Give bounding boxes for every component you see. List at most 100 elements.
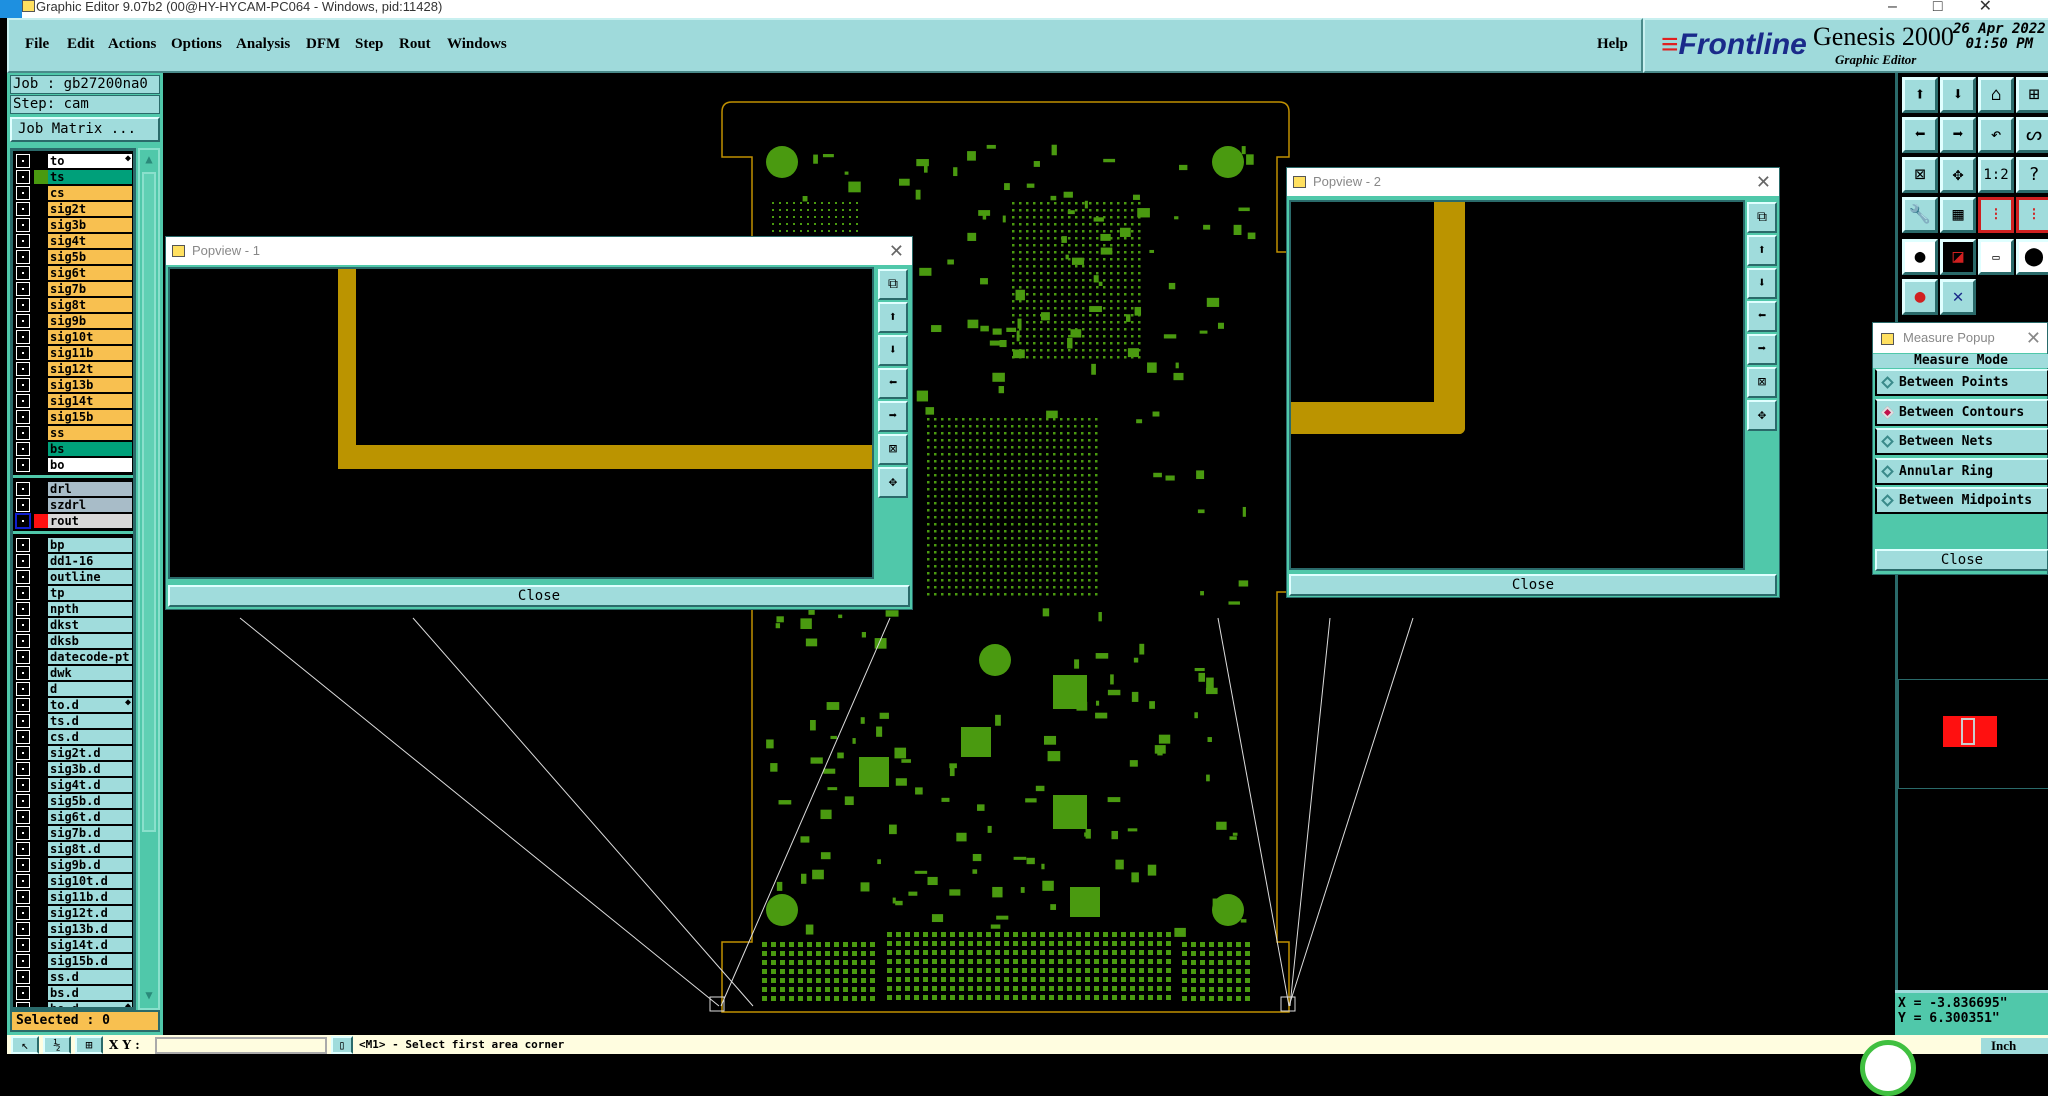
layer-row-dksb[interactable]: dksb	[13, 633, 133, 649]
layer-name[interactable]: ss.d	[48, 970, 132, 984]
layer-row-sig8t[interactable]: sig8t	[13, 297, 133, 313]
layer-checkbox[interactable]	[16, 202, 30, 216]
net-select-icon[interactable]: ⁝	[2016, 197, 2048, 233]
layer-color-swatch[interactable]	[34, 778, 48, 792]
layer-color-swatch[interactable]	[34, 218, 48, 232]
layer-color-swatch[interactable]	[34, 938, 48, 952]
layer-color-swatch[interactable]	[34, 314, 48, 328]
layer-name[interactable]: sig9b.d	[48, 858, 132, 872]
menu-edit[interactable]: Edit	[67, 36, 95, 52]
layer-checkbox[interactable]	[16, 618, 30, 632]
layer-name[interactable]: dwk	[48, 666, 132, 680]
layer-row-sig9b[interactable]: sig9b	[13, 313, 133, 329]
layer-checkbox[interactable]	[16, 810, 30, 824]
layer-row-ss[interactable]: ss	[13, 425, 133, 441]
layer-color-swatch[interactable]	[34, 714, 48, 728]
pan-up-icon[interactable]: ⬆	[878, 302, 908, 333]
xy-input[interactable]	[155, 1037, 327, 1054]
layer-row-sig7b.d[interactable]: sig7b.d	[13, 825, 133, 841]
menu-rout[interactable]: Rout	[399, 36, 431, 52]
net-highlight-icon[interactable]: ⁝	[1978, 197, 2014, 233]
layer-row-d[interactable]: d	[13, 681, 133, 697]
layer-checkbox[interactable]	[16, 458, 30, 472]
close-icon[interactable]: ✕	[1755, 172, 1771, 192]
layer-color-swatch[interactable]	[34, 874, 48, 888]
layer-color-swatch[interactable]	[34, 346, 48, 360]
points-icon[interactable]: ●	[1902, 279, 1938, 315]
layer-checkbox[interactable]	[16, 778, 30, 792]
popview-sync-icon[interactable]: ⧉	[878, 269, 908, 300]
layer-name[interactable]: sig5b	[48, 250, 132, 264]
layer-row-sig2t.d[interactable]: sig2t.d	[13, 745, 133, 761]
layer-color-swatch[interactable]	[34, 282, 48, 296]
layer-color-swatch[interactable]	[34, 498, 48, 512]
pan-down-icon[interactable]: ⬇	[1747, 268, 1777, 299]
layer-row-sig3b[interactable]: sig3b	[13, 217, 133, 233]
layer-name[interactable]: sig12t	[48, 362, 132, 376]
layer-row-rout[interactable]: rout	[13, 513, 133, 529]
layer-checkbox[interactable]	[16, 970, 30, 984]
snap-pad-icon[interactable]: ●	[1902, 239, 1938, 275]
layer-name[interactable]: sig11b.d	[48, 890, 132, 904]
layer-row-sig13b[interactable]: sig13b	[13, 377, 133, 393]
layer-color-swatch[interactable]	[34, 202, 48, 216]
help-icon[interactable]: ?	[2016, 157, 2048, 193]
job-matrix-button[interactable]: Job Matrix ...	[10, 117, 160, 142]
layer-row-tp[interactable]: tp	[13, 585, 133, 601]
layer-row-npth[interactable]: npth	[13, 601, 133, 617]
layer-checkbox[interactable]	[16, 602, 30, 616]
layer-name[interactable]: sig4t	[48, 234, 132, 248]
measure-option-between-nets[interactable]: Between Nets	[1875, 428, 2048, 455]
layer-checkbox[interactable]	[16, 482, 30, 496]
units-selector[interactable]: Inch	[1981, 1038, 2048, 1054]
layer-color-swatch[interactable]	[34, 650, 48, 664]
layer-row-sig10t[interactable]: sig10t	[13, 329, 133, 345]
layer-color-swatch[interactable]	[34, 954, 48, 968]
layer-checkbox[interactable]	[16, 666, 30, 680]
layer-name[interactable]: tp	[48, 586, 132, 600]
layer-checkbox[interactable]	[16, 250, 30, 264]
layer-checkbox[interactable]	[16, 586, 30, 600]
measure-icon[interactable]: ◪	[1940, 239, 1976, 275]
layer-row-sig6t[interactable]: sig6t	[13, 265, 133, 281]
layer-checkbox[interactable]	[16, 858, 30, 872]
layer-name[interactable]: sig13b	[48, 378, 132, 392]
layer-name[interactable]: ss	[48, 426, 132, 440]
layer-row-sig4t.d[interactable]: sig4t.d	[13, 777, 133, 793]
layer-name[interactable]: dksb	[48, 634, 132, 648]
popview-1-view[interactable]	[168, 267, 874, 579]
layer-row-sig15b.d[interactable]: sig15b.d	[13, 953, 133, 969]
zoom-in-icon[interactable]: ⊠	[878, 434, 908, 465]
popview-sync-icon[interactable]: ⧉	[1747, 202, 1777, 233]
layer-color-swatch[interactable]	[34, 458, 48, 472]
zoom-out-icon[interactable]: ✥	[1940, 157, 1976, 193]
window-controls[interactable]: –□✕	[1888, 0, 2028, 15]
layer-name[interactable]: sig13b.d	[48, 922, 132, 936]
layer-row-ss.d[interactable]: ss.d	[13, 969, 133, 985]
pan-up-icon[interactable]: ⬆	[1747, 235, 1777, 266]
layer-name[interactable]: bp	[48, 538, 132, 552]
layer-checkbox[interactable]	[16, 218, 30, 232]
layer-color-swatch[interactable]	[34, 514, 48, 528]
layer-row-sig11b[interactable]: sig11b	[13, 345, 133, 361]
menu-actions[interactable]: Actions	[108, 36, 157, 52]
layer-checkbox[interactable]	[16, 554, 30, 568]
layer-color-swatch[interactable]	[34, 746, 48, 760]
layer-checkbox[interactable]	[16, 266, 30, 280]
layer-row-sig10t.d[interactable]: sig10t.d	[13, 873, 133, 889]
layer-name[interactable]: sig14t.d	[48, 938, 132, 952]
layer-color-swatch[interactable]	[34, 234, 48, 248]
layer-row-bo[interactable]: bo	[13, 457, 133, 473]
layer-name[interactable]: sig9b	[48, 314, 132, 328]
grid-icon[interactable]: ▦	[1940, 197, 1976, 233]
layer-row-datecode-pt[interactable]: datecode-pt	[13, 649, 133, 665]
layer-row-drl[interactable]: drl	[13, 481, 133, 497]
layer-checkbox[interactable]	[16, 410, 30, 424]
layer-row-dkst[interactable]: dkst	[13, 617, 133, 633]
menu-step[interactable]: Step	[355, 36, 384, 52]
layer-checkbox[interactable]	[16, 986, 30, 1000]
layer-name[interactable]: dkst	[48, 618, 132, 632]
layer-name[interactable]: sig6t.d	[48, 810, 132, 824]
layer-scrollbar[interactable]: ▲ ▼	[138, 148, 160, 1010]
layer-color-swatch[interactable]	[34, 970, 48, 984]
